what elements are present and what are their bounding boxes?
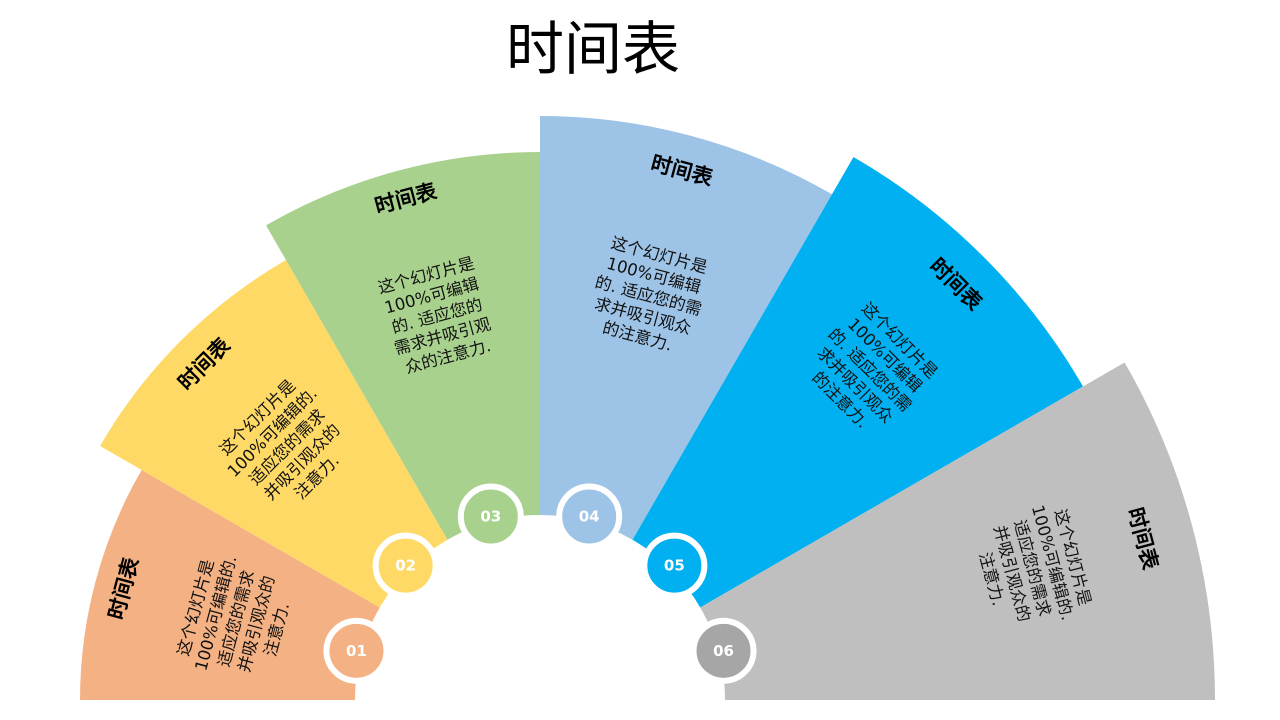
badge-04: 04 <box>556 483 623 550</box>
badge-06: 06 <box>690 617 757 684</box>
badge-02: 02 <box>372 532 439 599</box>
badge-number: 06 <box>713 642 734 660</box>
segment-shape <box>700 362 1215 700</box>
badges: 01 02 03 04 05 06 <box>323 483 757 684</box>
badge-05: 05 <box>641 532 708 599</box>
badge-circle <box>323 617 390 684</box>
segment-shape <box>540 116 832 540</box>
badge-number: 02 <box>395 557 416 575</box>
page-title: 时间表 <box>505 15 680 83</box>
badge-number: 05 <box>664 557 685 575</box>
badge-circle <box>690 617 757 684</box>
segment-shape <box>632 157 1083 608</box>
badge-number: 01 <box>346 642 367 660</box>
badge-number: 04 <box>579 507 600 525</box>
segment-shape <box>80 470 380 700</box>
badge-circle <box>556 483 623 550</box>
segment-shape <box>100 260 448 608</box>
segment-shape <box>266 152 540 540</box>
badge-03: 03 <box>457 483 524 550</box>
badge-number: 03 <box>480 507 501 525</box>
segment-01: 时间表这个幻灯片是100%可编辑的.适应您的需求并吸引观众的注意力. <box>80 470 380 700</box>
badge-circle <box>641 532 708 599</box>
segment-body: 这个幻灯片是100%可编辑的. 适应您的需求并吸引观众的注意力. <box>582 232 714 360</box>
segment-body: 这个幻灯片是100%可编辑的. 适应您的需求并吸引观众的注意力. <box>795 295 945 445</box>
badge-circle <box>372 532 439 599</box>
segments: 时间表这个幻灯片是100%可编辑的.适应您的需求并吸引观众的注意力.时间表这个幻… <box>80 116 1215 700</box>
badge-01: 01 <box>323 617 390 684</box>
badge-circle <box>457 483 524 550</box>
